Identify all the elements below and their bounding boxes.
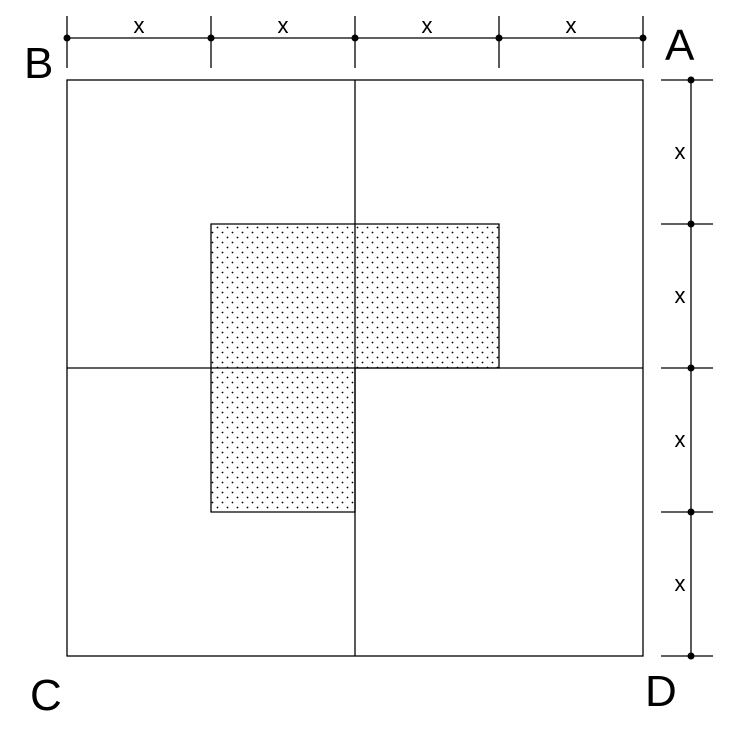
top-dimension-label-3: x <box>422 13 433 38</box>
shaded-cell-bottom-left <box>211 368 355 512</box>
right-dimension <box>661 76 713 660</box>
right-dimension-label-3: x <box>675 427 686 452</box>
corner-label-a: A <box>665 21 695 70</box>
shaded-cell-top-left <box>211 224 355 368</box>
corner-label-d: D <box>645 667 677 716</box>
corner-label-c: C <box>30 671 62 720</box>
shaded-cell-top-right <box>355 224 499 368</box>
top-dimension-label-1: x <box>134 13 145 38</box>
top-dimension-label-4: x <box>566 13 577 38</box>
right-dimension-label-1: x <box>675 139 686 164</box>
top-dimension <box>63 16 647 68</box>
corner-label-b: B <box>24 39 53 88</box>
right-dimension-label-2: x <box>675 283 686 308</box>
top-dimension-label-2: x <box>278 13 289 38</box>
right-dimension-label-4: x <box>675 571 686 596</box>
